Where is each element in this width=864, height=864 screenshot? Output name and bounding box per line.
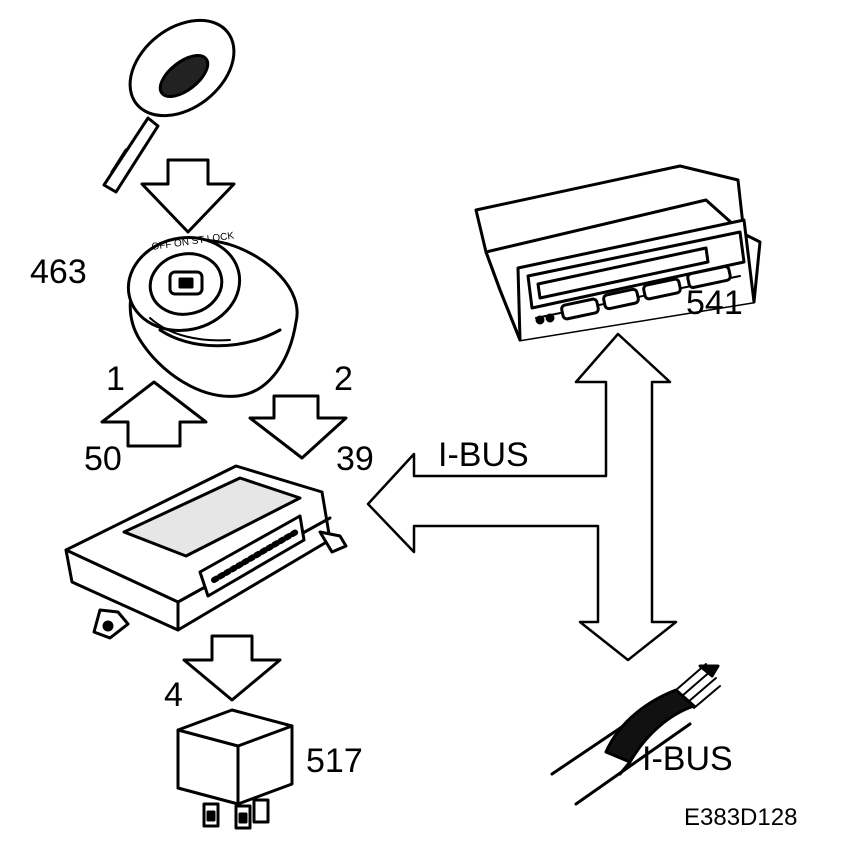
control-module-icon	[64, 464, 348, 640]
label-terminal-4: 4	[164, 676, 183, 714]
label-terminal-39: 39	[336, 440, 374, 478]
arrow-terminal-4	[182, 634, 282, 702]
arrow-terminal-39	[248, 394, 348, 460]
arrow-terminal-50	[100, 380, 208, 448]
label-463: 463	[30, 253, 87, 291]
label-terminal-1: 1	[106, 360, 125, 398]
label-ibus-cable: I-BUS	[642, 740, 733, 778]
ibus-arrows	[366, 332, 678, 662]
arrow-key-to-switch	[140, 158, 236, 234]
label-terminal-50: 50	[84, 440, 122, 478]
info-display-icon	[474, 164, 762, 342]
ibus-cable-icon	[550, 663, 721, 806]
key-icon	[102, 18, 236, 194]
label-517: 517	[306, 742, 363, 780]
label-ibus-main: I-BUS	[438, 436, 529, 474]
figure-reference: E383D128	[684, 804, 798, 831]
label-terminal-2: 2	[334, 360, 353, 398]
ignition-switch-icon	[126, 236, 299, 398]
label-541: 541	[686, 284, 743, 322]
relay-icon	[176, 708, 294, 830]
